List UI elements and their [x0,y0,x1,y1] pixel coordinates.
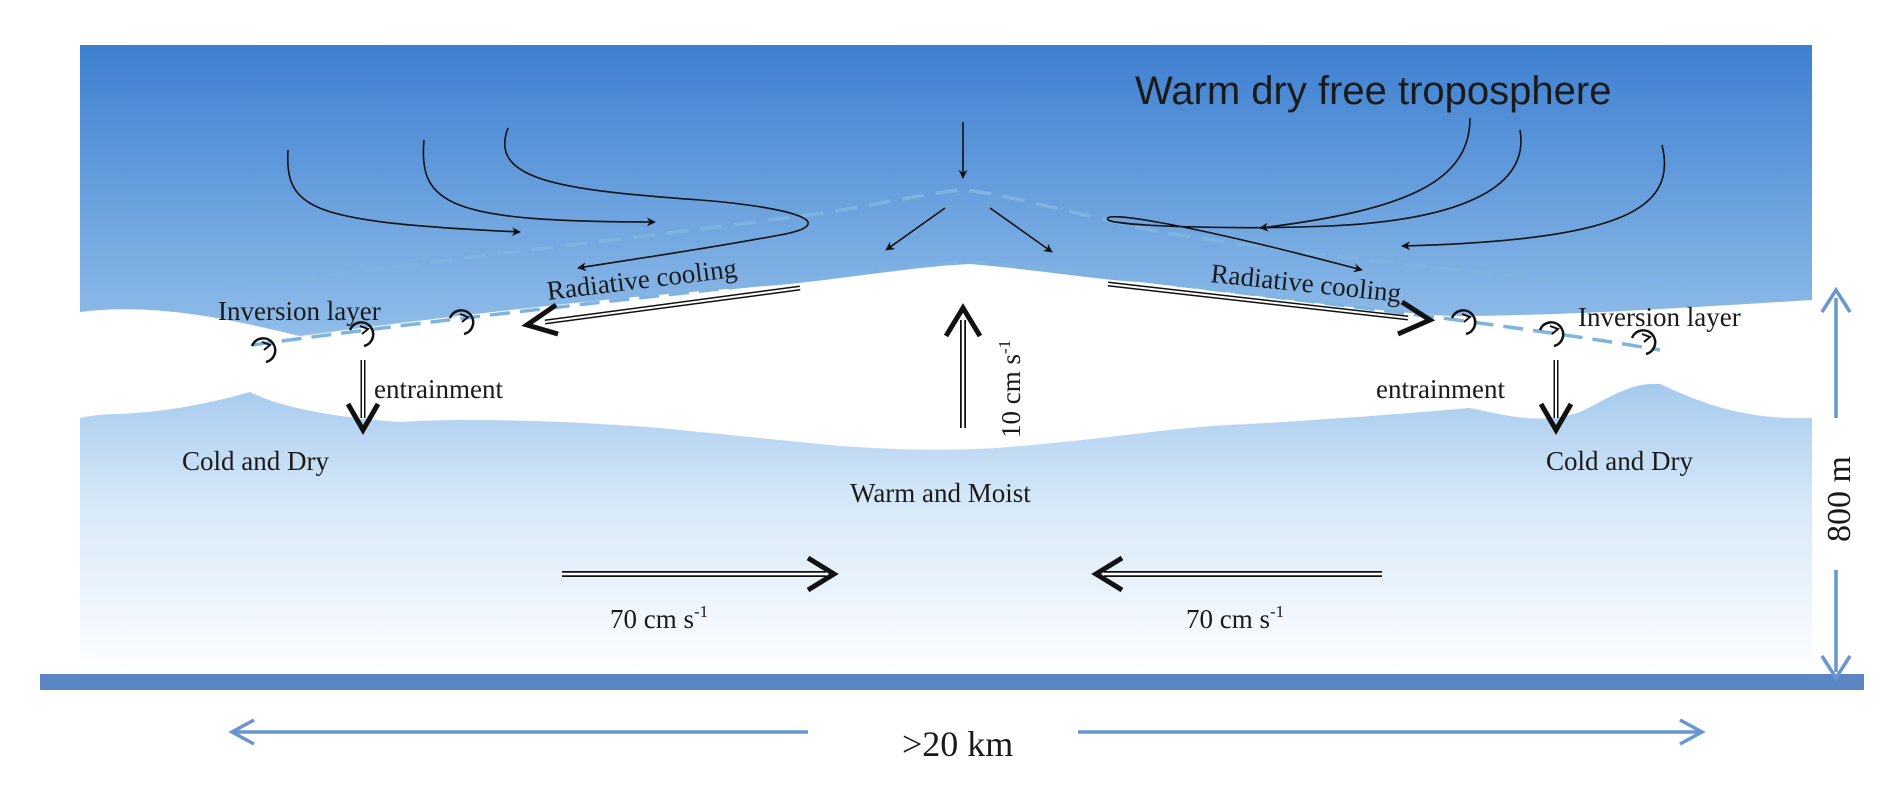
updraft-arrow [943,303,983,428]
entrainment-label-right: entrainment [1376,374,1505,404]
free-troposphere-label: Warm dry free troposphere [1135,69,1611,113]
entrainment-arrow-right [1538,360,1574,436]
inflow-speed-right-exponent: -1 [1270,602,1284,621]
lower-inversion-line [251,260,1661,352]
inversion-layer-label-left: Inversion layer [218,296,381,326]
updraft-speed-label: 10 cm s-1 [995,340,1026,438]
inversion-layer-label-right: Inversion layer [1578,302,1741,332]
inflow-speed-label-right: 70 cm s-1 [1186,602,1284,634]
height-scale-label: 800 m [1821,456,1858,542]
radiative-cooling-arrow-left [521,285,801,337]
inflow-arrow-left [562,555,839,593]
cold-dry-label-right: Cold and Dry [1546,446,1693,476]
entrainment-eddies-left [250,309,475,364]
height-scale-arrow [1820,286,1852,682]
ground-surface [40,674,1864,690]
inflow-speed-left-value: 70 cm s [610,604,694,634]
upper-inversion-line [227,188,1701,292]
entrainment-label-left: entrainment [374,374,503,404]
radiative-cooling-arrow-right [1107,281,1436,337]
inflow-arrow-right [1091,555,1382,593]
inflow-speed-label-left: 70 cm s-1 [610,602,708,634]
updraft-speed-exponent: -1 [995,340,1014,354]
subsidence-arrows-left [286,127,809,272]
center-divergence-arrows [885,122,1053,253]
updraft-speed-value: 10 cm s [996,354,1026,438]
entrainment-arrow-left [345,360,381,436]
width-scale-label: >20 km [902,724,1013,764]
cold-dry-label-left: Cold and Dry [182,446,329,476]
warm-moist-label: Warm and Moist [850,478,1031,508]
stratocumulus-cloud [80,264,1812,450]
entrainment-eddies-right [1450,309,1657,356]
subsidence-arrows-right [1106,117,1666,273]
inflow-speed-right-value: 70 cm s [1186,604,1270,634]
width-scale-arrow [228,718,1706,746]
inflow-speed-left-exponent: -1 [694,602,708,621]
